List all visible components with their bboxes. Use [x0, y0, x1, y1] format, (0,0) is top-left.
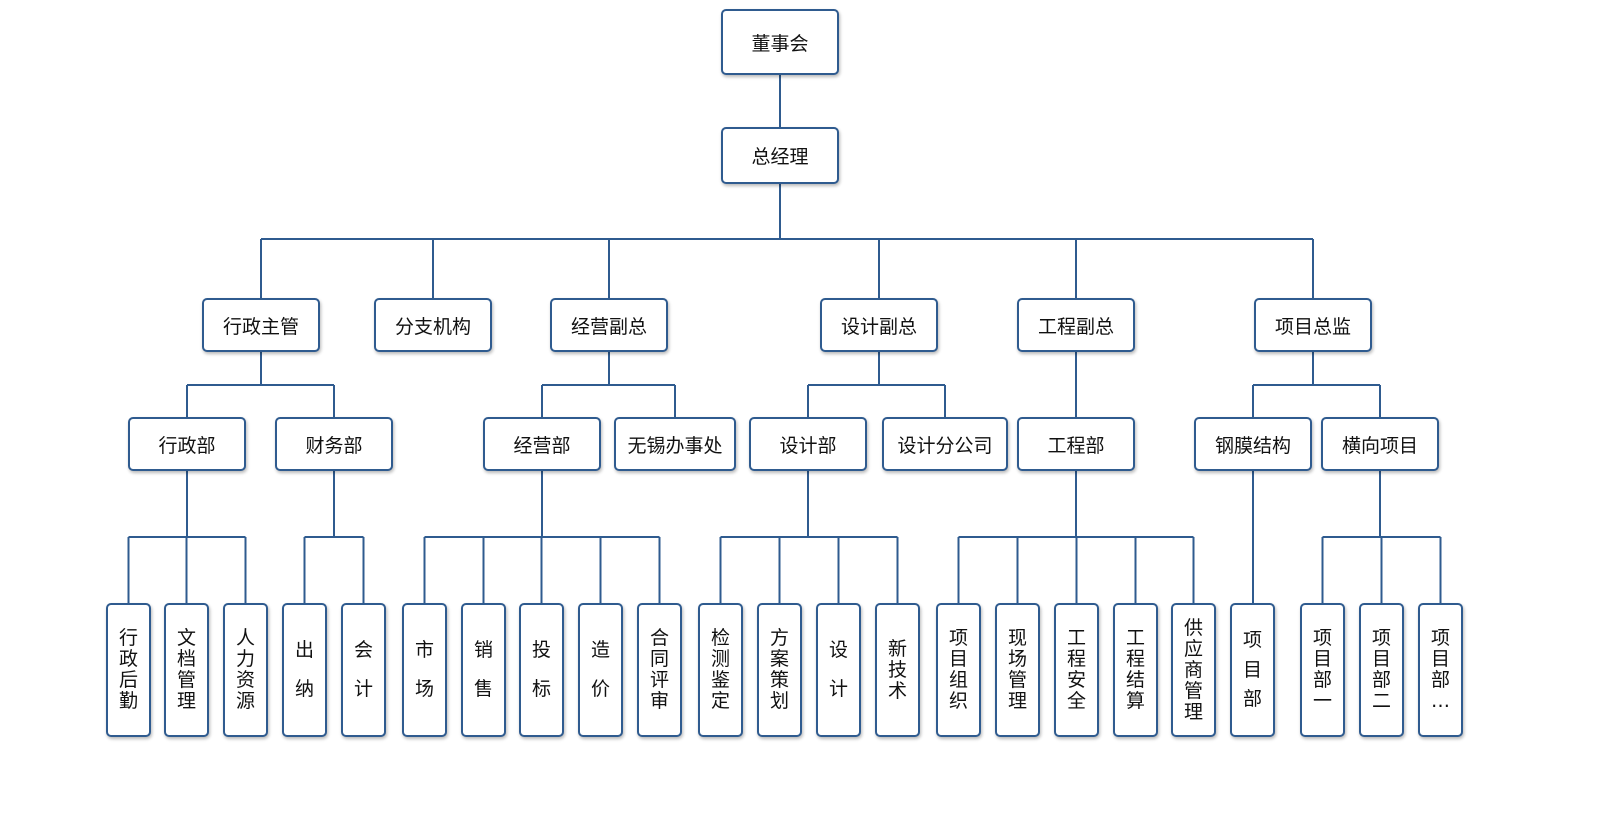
node-design-vp: 设计副总	[820, 298, 938, 352]
node-general-manager: 总经理	[721, 127, 839, 184]
node-design-dept: 设计部	[749, 417, 867, 471]
node-cashier: 出纳	[282, 603, 327, 737]
node-business-dept: 经营部	[483, 417, 601, 471]
node-board: 董事会	[721, 9, 839, 75]
node-wuxi-office: 无锡办事处	[614, 417, 736, 471]
node-doc-management: 文档管理	[164, 603, 209, 737]
node-supplier-management: 供应商管理	[1171, 603, 1216, 737]
node-contract-review: 合同评审	[637, 603, 682, 737]
node-new-technology: 新技术	[875, 603, 920, 737]
node-admin-logistics: 行政后勤	[106, 603, 151, 737]
node-bidding: 投标	[519, 603, 564, 737]
node-sales: 销售	[461, 603, 506, 737]
node-human-resources: 人力资源	[223, 603, 268, 737]
node-design: 设计	[816, 603, 861, 737]
node-horizontal-project: 横向项目	[1321, 417, 1439, 471]
node-engineering-safety: 工程安全	[1054, 603, 1099, 737]
node-project-organization: 项目组织	[936, 603, 981, 737]
node-site-management: 现场管理	[995, 603, 1040, 737]
node-admin-supervisor: 行政主管	[202, 298, 320, 352]
node-steel-membrane: 钢膜结构	[1194, 417, 1312, 471]
node-engineering-dept: 工程部	[1017, 417, 1135, 471]
node-admin-dept: 行政部	[128, 417, 246, 471]
node-accounting: 会计	[341, 603, 386, 737]
node-project-dept-2: 项目部二	[1359, 603, 1404, 737]
node-project-dept-1: 项目部一	[1300, 603, 1345, 737]
node-project-dept: 项目部	[1230, 603, 1275, 737]
node-project-director: 项目总监	[1254, 298, 1372, 352]
node-branch: 分支机构	[374, 298, 492, 352]
node-engineering-settlement: 工程结算	[1113, 603, 1158, 737]
node-business-vp: 经营副总	[550, 298, 668, 352]
node-inspection: 检测鉴定	[698, 603, 743, 737]
node-engineering-vp: 工程副总	[1017, 298, 1135, 352]
node-planning: 方案策划	[757, 603, 802, 737]
node-market: 市场	[402, 603, 447, 737]
node-finance-dept: 财务部	[275, 417, 393, 471]
node-pricing: 造价	[578, 603, 623, 737]
node-project-dept-more: 项目部…	[1418, 603, 1463, 737]
node-design-branch: 设计分公司	[882, 417, 1008, 471]
